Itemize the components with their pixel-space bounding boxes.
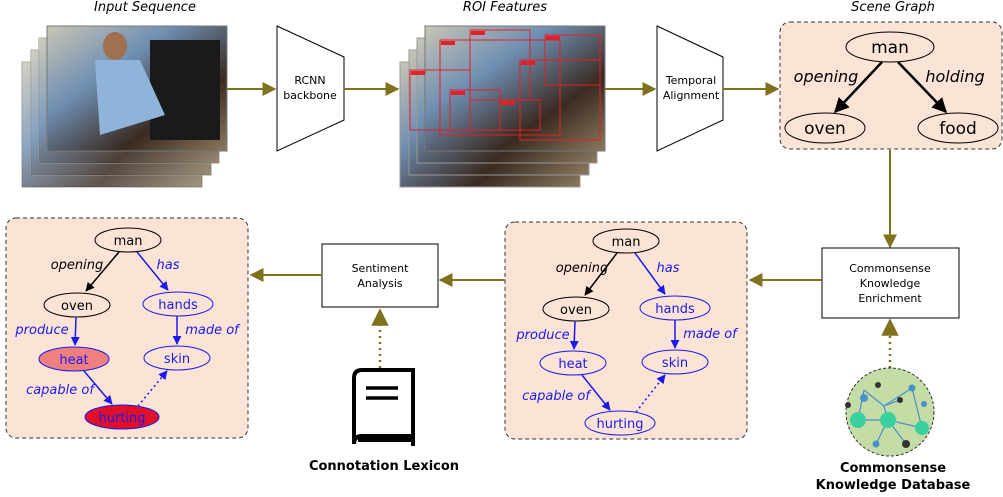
eg-edge-has [634, 252, 666, 295]
sa-edge-has [136, 251, 169, 291]
eg-node-oven-label: oven [560, 303, 592, 318]
sa-edge-produce-label: produce [14, 323, 68, 338]
enrichment-label-line1: Commonsense [849, 262, 931, 275]
sa-node-heat-label: heat [59, 353, 88, 368]
sa-edge-capable-of [83, 370, 113, 405]
eg-node-hurting-label: hurting [596, 417, 643, 432]
sa-node-man [94, 227, 162, 253]
eg-node-man-label: man [612, 235, 641, 250]
sa-edge-opening [85, 251, 120, 292]
person-head-shape [103, 32, 127, 60]
knowledge-database-icon [845, 367, 935, 457]
sa-edge-made-of-label: made of [185, 323, 241, 338]
enriched-graph-panel [504, 221, 748, 440]
eg-edge-capable-of-label: capable of [522, 389, 592, 404]
eg-node-heat-label: heat [558, 357, 587, 372]
enrichment-label-line3: Enrichment [858, 292, 922, 305]
sentiment-label-line2: Analysis [357, 277, 403, 290]
sa-edge-capable-of-label: capable of [26, 383, 96, 398]
book-icon [352, 368, 415, 446]
input-sequence-frames [21, 25, 228, 188]
connotation-lexicon-caption: Connotation Lexicon [309, 459, 459, 474]
sg-edge-opening [833, 61, 883, 114]
eg-edge-has-label: has [657, 261, 680, 276]
sa-node-hands [142, 291, 214, 317]
sa-edge-produce [70, 316, 80, 346]
eg-node-oven [542, 296, 610, 322]
input-sequence-caption: Input Sequence [94, 0, 196, 15]
eg-edge-produce [569, 320, 579, 350]
sa-edge-opening-label: opening [51, 258, 104, 273]
sa-node-oven-label: oven [61, 299, 93, 314]
sg-node-oven-label: oven [804, 119, 846, 139]
sg-edge-opening-label: opening [794, 67, 859, 86]
kb-caption-line1: Commonsense [840, 461, 946, 476]
sg-node-food-label: food [939, 119, 977, 139]
roi-feature-frames [399, 25, 606, 188]
sa-node-skin [143, 345, 211, 371]
oven-photo-region [150, 40, 220, 140]
eg-edge-opening [584, 252, 618, 296]
eg-edge-opening-label: opening [556, 261, 609, 276]
person-body-shape [95, 60, 165, 135]
sentiment-label-line1: Sentiment [352, 262, 410, 275]
eg-node-hands-label: hands [655, 302, 695, 317]
sa-node-hurting-label: hurting [98, 411, 145, 426]
sg-node-man-label: man [871, 38, 909, 58]
kb-caption-line2: Knowledge Database [816, 478, 971, 493]
eg-edge-made-of-label: made of [683, 327, 739, 342]
rcnn-label-line1: RCNN [294, 74, 325, 87]
sg-node-man [845, 31, 935, 63]
sg-node-oven [784, 112, 866, 144]
temporal-label-line1: Temporal [665, 74, 716, 87]
eg-edge-capable-of [581, 374, 611, 411]
sa-node-man-label: man [114, 234, 143, 249]
sg-edge-holding-label: holding [925, 67, 984, 86]
rcnn-label-line2: backbone [283, 89, 337, 102]
eg-node-skin [641, 349, 709, 375]
sg-node-food [917, 112, 999, 144]
commonsense-enrichment-block [821, 247, 960, 319]
eg-node-skin-label: skin [662, 356, 688, 371]
temporal-label-line2: Alignment [663, 89, 720, 102]
sg-edge-holding [897, 61, 948, 114]
sa-node-heat [38, 346, 110, 372]
sentiment-graph-panel [5, 217, 249, 439]
eg-edge-produce-label: produce [515, 328, 569, 343]
eg-node-hurting [584, 410, 656, 436]
sa-node-skin-label: skin [164, 352, 190, 367]
sentiment-analysis-block [321, 243, 439, 308]
enrichment-label-line2: Knowledge [860, 277, 921, 290]
sa-edge-has-label: has [157, 258, 180, 273]
roi-features-caption: ROI Features [463, 0, 547, 15]
temporal-alignment-block [656, 25, 724, 152]
eg-node-heat [539, 350, 607, 376]
scene-graph-caption: Scene Graph [851, 0, 935, 15]
eg-node-man [592, 228, 660, 254]
sa-node-hurting [84, 404, 160, 430]
sa-node-oven [43, 292, 111, 318]
sa-node-hands-label: hands [158, 298, 198, 313]
rcnn-backbone-block [276, 25, 345, 152]
